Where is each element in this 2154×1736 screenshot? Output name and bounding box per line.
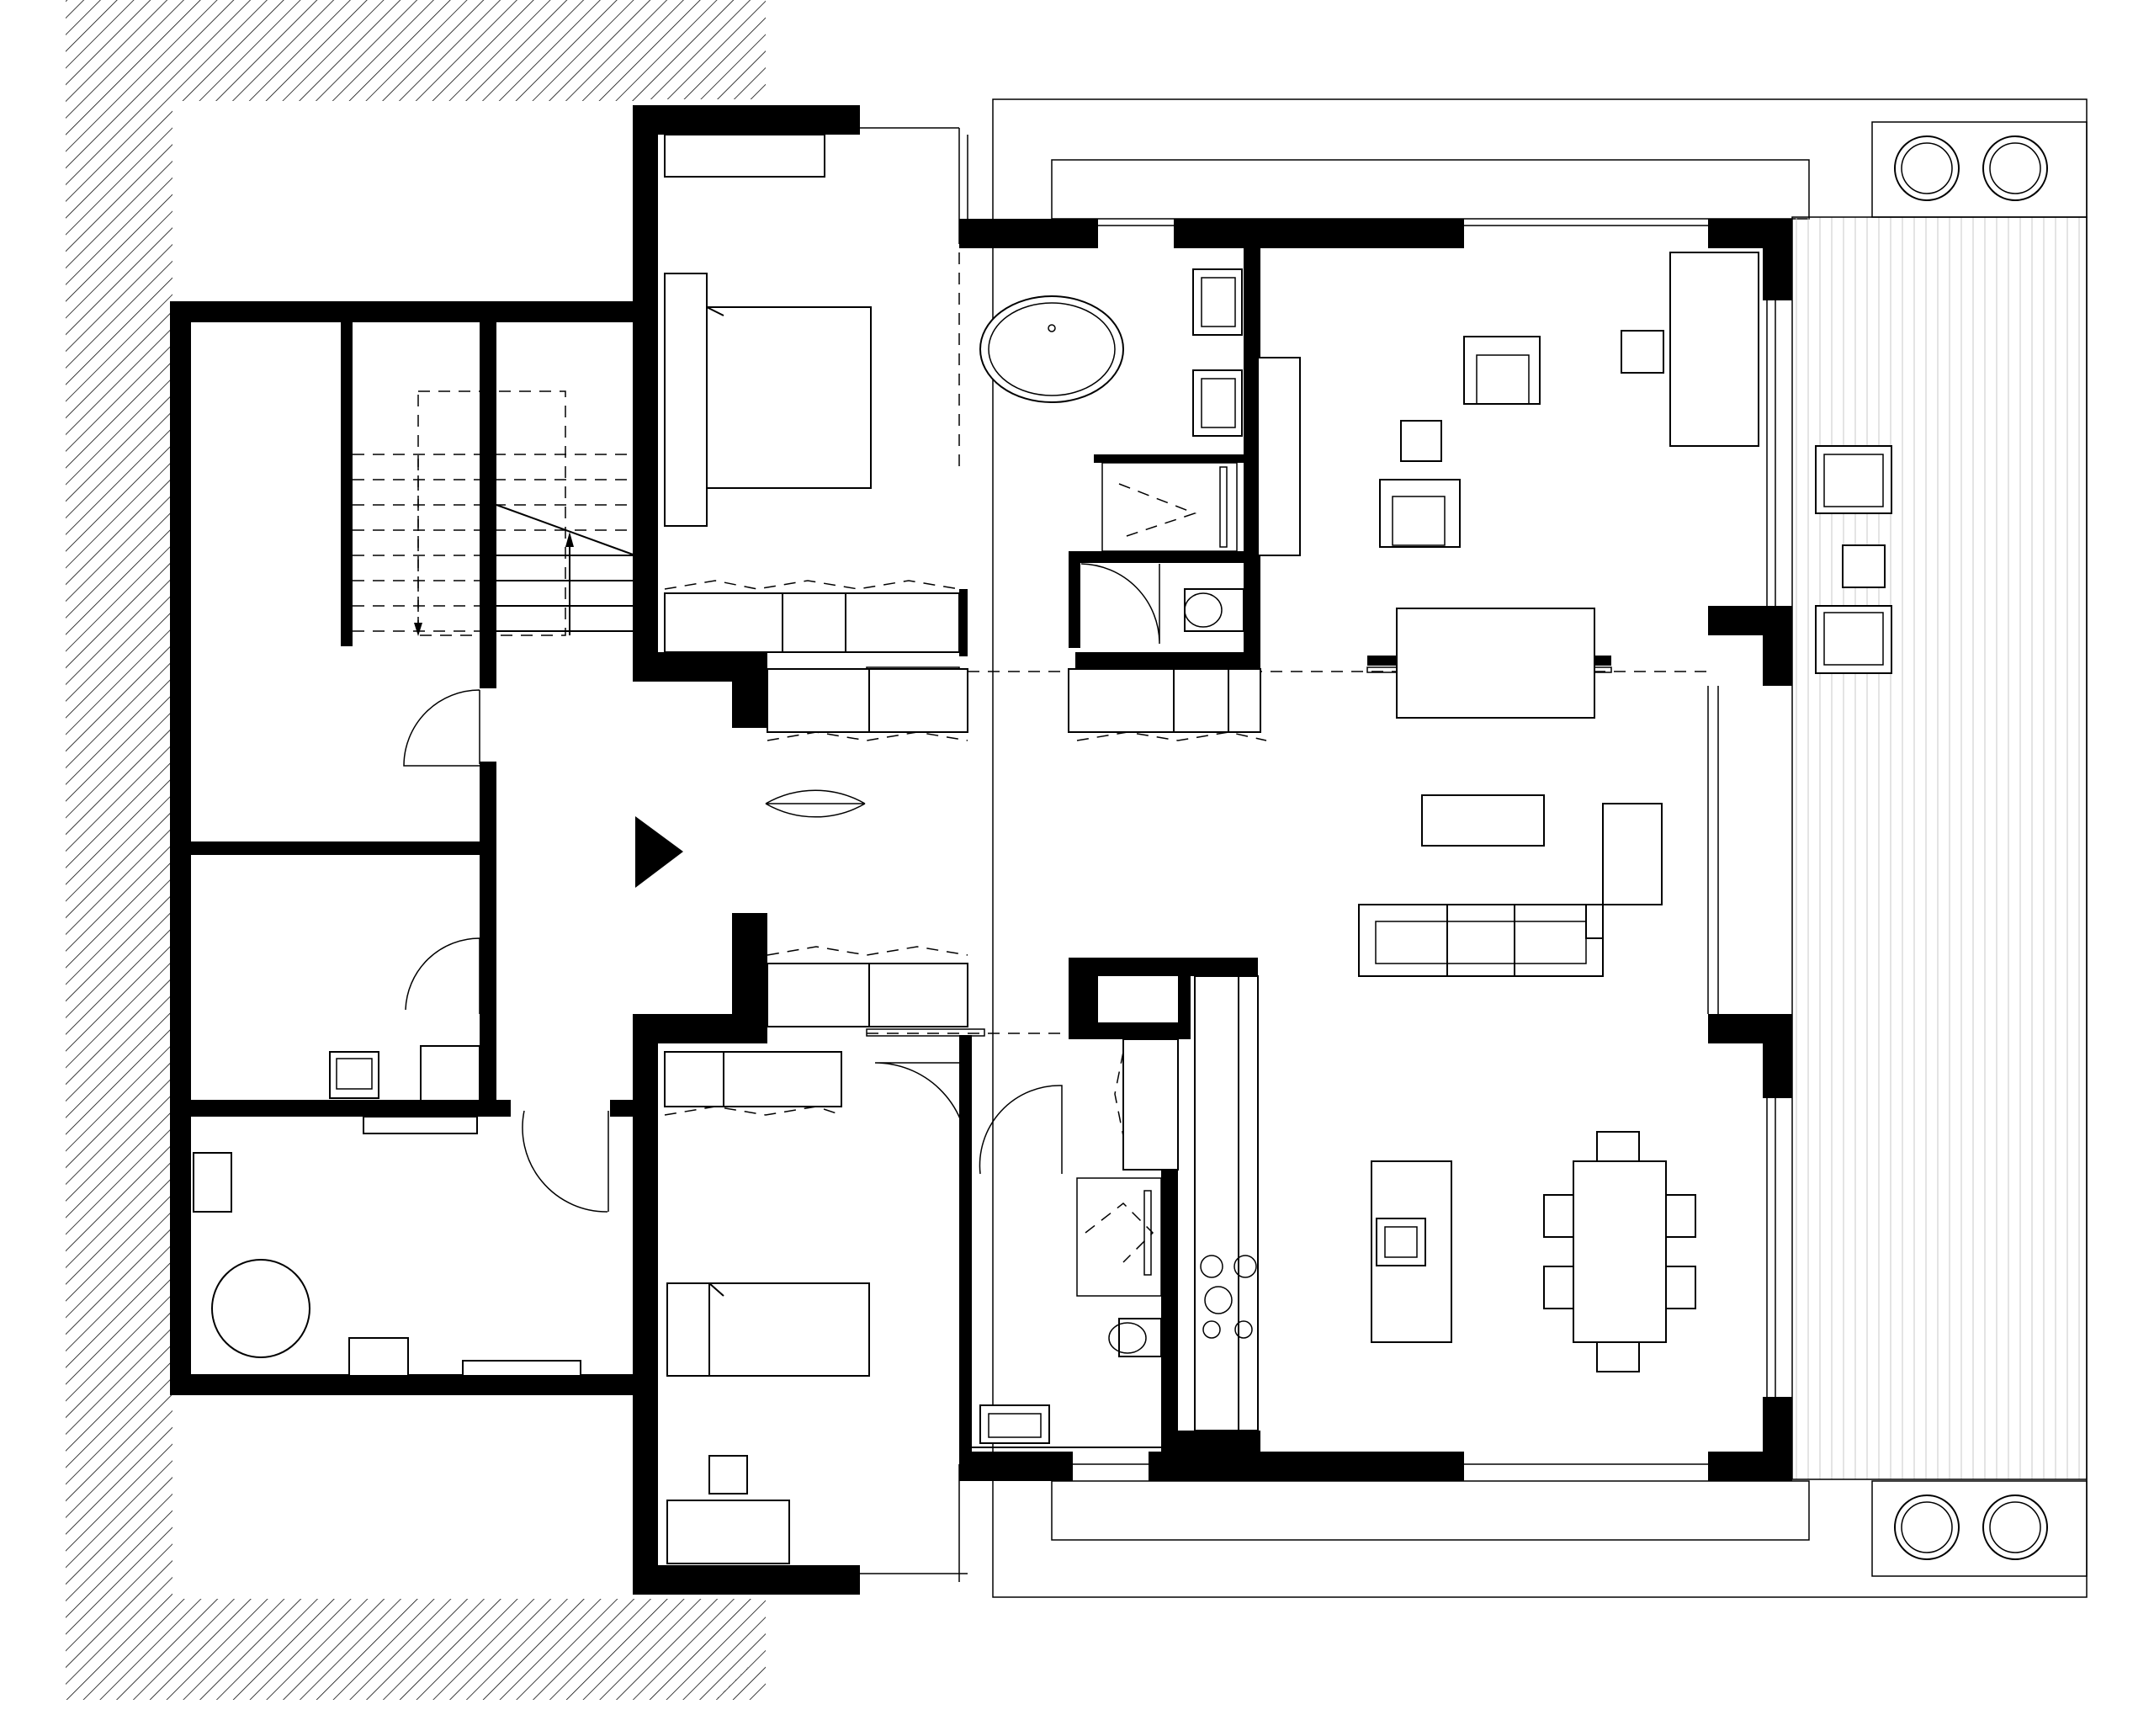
- staircase: [353, 390, 636, 636]
- utility-rooms: [193, 1045, 581, 1377]
- master-bedroom: [664, 134, 960, 653]
- living-area: [1257, 252, 1759, 977]
- doors: [403, 563, 1160, 1213]
- deck-furniture: [1815, 445, 1892, 674]
- ground-hatch: [66, 0, 766, 1700]
- bedroom-2: [664, 1051, 870, 1564]
- deck: [1791, 216, 2088, 1480]
- bathroom-2: [972, 1038, 1179, 1448]
- entrance-arrow-icon: [635, 816, 683, 888]
- planter-bottom: [1871, 1480, 2088, 1577]
- walls: [170, 105, 1792, 1595]
- windows: [860, 127, 1776, 1582]
- kitchen: [1194, 975, 1696, 1431]
- master-bathroom: [979, 268, 1267, 741]
- planter-top: [1871, 121, 2088, 218]
- hall-wardrobes: [767, 668, 968, 1027]
